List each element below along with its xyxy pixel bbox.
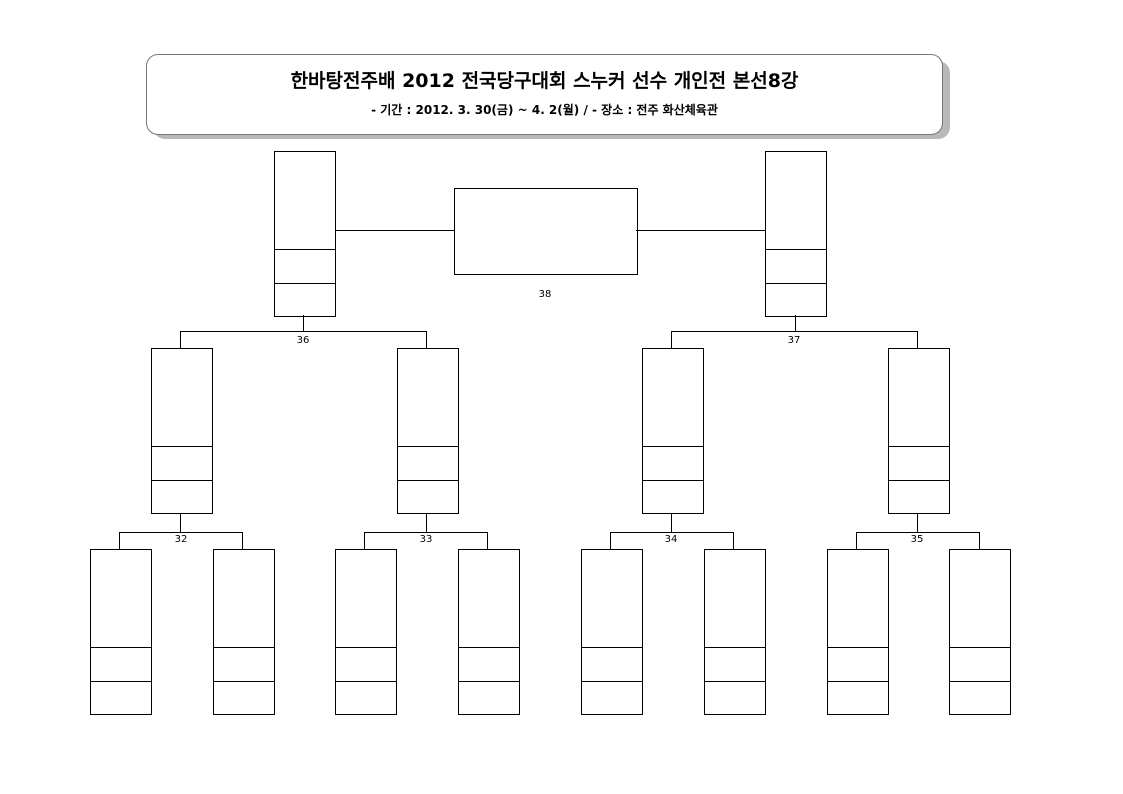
semifinal-slot-1	[151, 348, 213, 514]
match-number-35: 35	[910, 534, 924, 545]
connector-37-left	[671, 331, 672, 348]
event-info: - 기간 : 2012. 3. 30(금) ~ 4. 2(월) / - 장소 :…	[371, 103, 718, 117]
quarterfinal-slot-1	[90, 549, 152, 715]
finalist-slot-left	[274, 151, 336, 317]
connector-32-right	[242, 532, 243, 549]
connector-32-left	[119, 532, 120, 549]
connector-34-bar	[610, 532, 734, 533]
connector-33-stem	[426, 514, 427, 532]
match-number-32: 32	[174, 534, 188, 545]
connector-35-right	[979, 532, 980, 549]
semifinal-slot-4	[888, 348, 950, 514]
connector-final-left	[335, 230, 455, 231]
semifinal-slot-3	[642, 348, 704, 514]
connector-37-right	[917, 331, 918, 348]
quarterfinal-slot-7	[827, 549, 889, 715]
finalist-slot-right	[765, 151, 827, 317]
connector-36-right	[426, 331, 427, 348]
connector-36-left	[180, 331, 181, 348]
semifinal-slot-2	[397, 348, 459, 514]
connector-36-bar	[180, 331, 427, 332]
connector-37-bar	[671, 331, 918, 332]
connector-final-right	[636, 230, 766, 231]
match-number-33: 33	[419, 534, 433, 545]
match-number-final: 38	[538, 289, 552, 300]
champion-box	[454, 188, 638, 275]
connector-36-stem	[303, 315, 304, 331]
connector-35-bar	[856, 532, 980, 533]
connector-37-stem	[795, 315, 796, 331]
quarterfinal-slot-4	[458, 549, 520, 715]
connector-34-left	[610, 532, 611, 549]
connector-33-right	[487, 532, 488, 549]
match-number-37: 37	[787, 335, 801, 346]
connector-33-left	[364, 532, 365, 549]
match-number-36: 36	[296, 335, 310, 346]
quarterfinal-slot-8	[949, 549, 1011, 715]
title-box: 한바탕전주배 2012 전국당구대회 스누커 선수 개인전 본선8강 - 기간 …	[146, 54, 943, 135]
page-title: 한바탕전주배 2012 전국당구대회 스누커 선수 개인전 본선8강	[290, 70, 799, 92]
connector-33-bar	[364, 532, 488, 533]
quarterfinal-slot-2	[213, 549, 275, 715]
quarterfinal-slot-5	[581, 549, 643, 715]
connector-32-stem	[180, 514, 181, 532]
match-number-34: 34	[664, 534, 678, 545]
connector-35-left	[856, 532, 857, 549]
connector-34-stem	[671, 514, 672, 532]
connector-34-right	[733, 532, 734, 549]
connector-32-bar	[119, 532, 243, 533]
quarterfinal-slot-6	[704, 549, 766, 715]
connector-35-stem	[917, 514, 918, 532]
quarterfinal-slot-3	[335, 549, 397, 715]
